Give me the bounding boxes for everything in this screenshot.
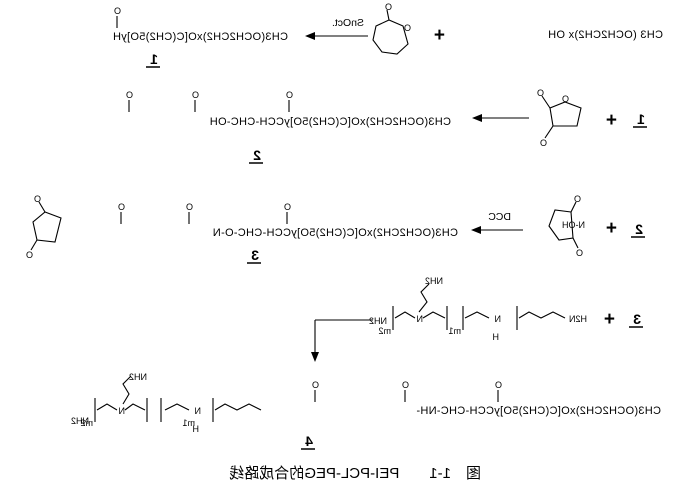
imide-ring [32,211,62,243]
compound-label-2: 2 [253,147,261,163]
plus-sign-3: + [606,218,617,239]
anhydride-co-bond-1 [541,95,551,109]
anhydride-o-3: O [540,138,547,148]
product-3-co-o-1: O [284,202,291,212]
product-1-formula: CH3(OCH2CH2)xO[C(CH2)5O]yH [113,31,288,43]
product-3-co-o-3: O [118,202,125,212]
reactant-label-3: 3 [633,311,641,327]
pei-chain-2 [464,311,490,319]
reactant-label-1: 1 [637,111,645,127]
anhydride-co-bond-2 [544,125,554,139]
p4-pei-m1: m1 [182,418,195,428]
nhs-o-1: O [574,194,581,204]
p4-pei-n-branch: N [119,406,126,416]
caprolactone-ring [372,19,409,55]
product-2-co-o-2: O [192,90,199,100]
row-2: 1 + O O O CH3(OCH2CH2)xO[C(CH2)5O]yCCH-C… [126,88,647,164]
compound-label-3: 3 [251,247,259,263]
compound-label-4: 4 [305,433,313,449]
caprolactone-carbonyl-o: O [385,2,392,12]
arrow-2-head [472,114,482,122]
nhs-co-bond-1 [570,201,577,213]
p4-pei-chain-1 [214,403,262,411]
product-1-co-o: O [114,6,121,16]
pei-n-branch: N [417,314,424,324]
plus-sign-4: + [604,309,615,330]
pei-side-nh2: NH2 [425,276,443,286]
p4-pei-chain-3 [124,403,146,411]
pei-end-h2n: H2N [569,314,587,324]
arrow-3: DCC [471,211,523,234]
p4-pei-h: H [193,424,200,434]
arrow-1: SnOct. [305,17,368,40]
caprolactone-ring-o: O [404,23,411,33]
pei-chain-1 [518,311,566,319]
pei-n-linear: N [495,314,502,324]
row-1: CH3 (OCH2CH2)x OH + O O SnOct. CH3(OCH2C… [113,2,663,68]
imide-co-bond-2 [30,239,38,251]
anhydride-o-1: O [537,88,544,98]
product-4-pei: N H m1 N m2 NH2 NH2 [71,372,262,434]
reactant-label-2: 2 [635,221,643,237]
row-3: 2 + O O N-OH DCC CH3(OCH2CH2)xO[C(CH2)5O… [26,194,645,264]
caprolactone-structure: O O [372,2,411,55]
compound-label-1: 1 [150,51,158,67]
imide-co-bond-1 [38,201,46,213]
pei-m2: m2 [378,326,391,336]
imide-o-2: O [26,250,33,260]
p4-pei-side-chain [122,375,132,405]
mirrored-scheme: CH3 (OCH2CH2)x OH + O O SnOct. CH3(OCH2C… [26,2,663,482]
product-4-co-o-3: O [312,380,319,390]
nhs-co-bond-2 [572,237,579,249]
p4-pei-end-nh2: NH2 [71,416,89,426]
p4-pei-m2: m2 [80,418,93,428]
succinic-anhydride-structure: O O O [537,88,582,148]
product-2-co-o-3: O [126,90,133,100]
nhs-structure: O O N-OH [548,194,585,258]
plus-sign-2: + [606,110,617,131]
p4-pei-n-linear: N [195,406,202,416]
plus-sign-1: + [434,25,445,46]
product-4-co-o-2: O [402,380,409,390]
pei-chain-4 [394,311,416,319]
p4-pei-chain-2 [164,403,190,411]
nhs-ring [548,209,574,241]
row-5: CH3(OCH2CH2)xO[C(CH2)5O]yCCH-CHC-NH- O O… [71,372,661,450]
row-4: 3 + H2N N H m1 N m2 NH2 NH2 [311,276,643,362]
product-4-formula: CH3(OCH2CH2)xO[C(CH2)5O]yCCH-CHC-NH- [416,405,661,417]
figure-caption: 图 1-1 PEI-PCL-PEG的合成路线 [229,465,481,482]
product-3-imide-ring: O O [26,194,62,260]
pei-m1: m1 [448,326,461,336]
pei-h: H [493,332,500,342]
arrow-2 [472,114,529,122]
product-3-co-o-2: O [186,202,193,212]
caprolactone-carbonyl-bond [386,9,390,21]
pei-side-chain [418,283,430,313]
arrow-1-head [305,32,315,40]
product-4-co-o-1: O [495,380,502,390]
anhydride-ring [549,101,582,127]
peg-reactant: CH3 (OCH2CH2)x OH [548,29,663,41]
product-2-formula: CH3(OCH2CH2)xO[C(CH2)5O]yCCH-CHC-OH [209,116,451,128]
pei-chain-3 [422,311,446,319]
arrow-4 [311,319,373,362]
arrow-4-head [311,352,319,362]
p4-pei-chain-4 [96,403,118,411]
pei-end-nh2: NH2 [369,316,387,326]
nhs-o-2: O [576,248,583,258]
arrow-3-head [471,226,481,234]
anhydride-o-2: O [562,94,569,104]
product-2-co-o-1: O [286,90,293,100]
p4-pei-side-nh2: NH2 [129,372,147,382]
reagent-dcc: DCC [488,211,511,223]
imide-o-1: O [34,194,41,204]
product-3-formula: CH3(OCH2CH2)xO[C(CH2)5O]yCCH-CHC-O-N [213,227,458,239]
pei-structure: H2N N H m1 N m2 NH2 NH2 [369,276,587,342]
nhs-n-oh: N-OH [562,220,585,230]
reagent-snoct: SnOct. [332,17,364,29]
